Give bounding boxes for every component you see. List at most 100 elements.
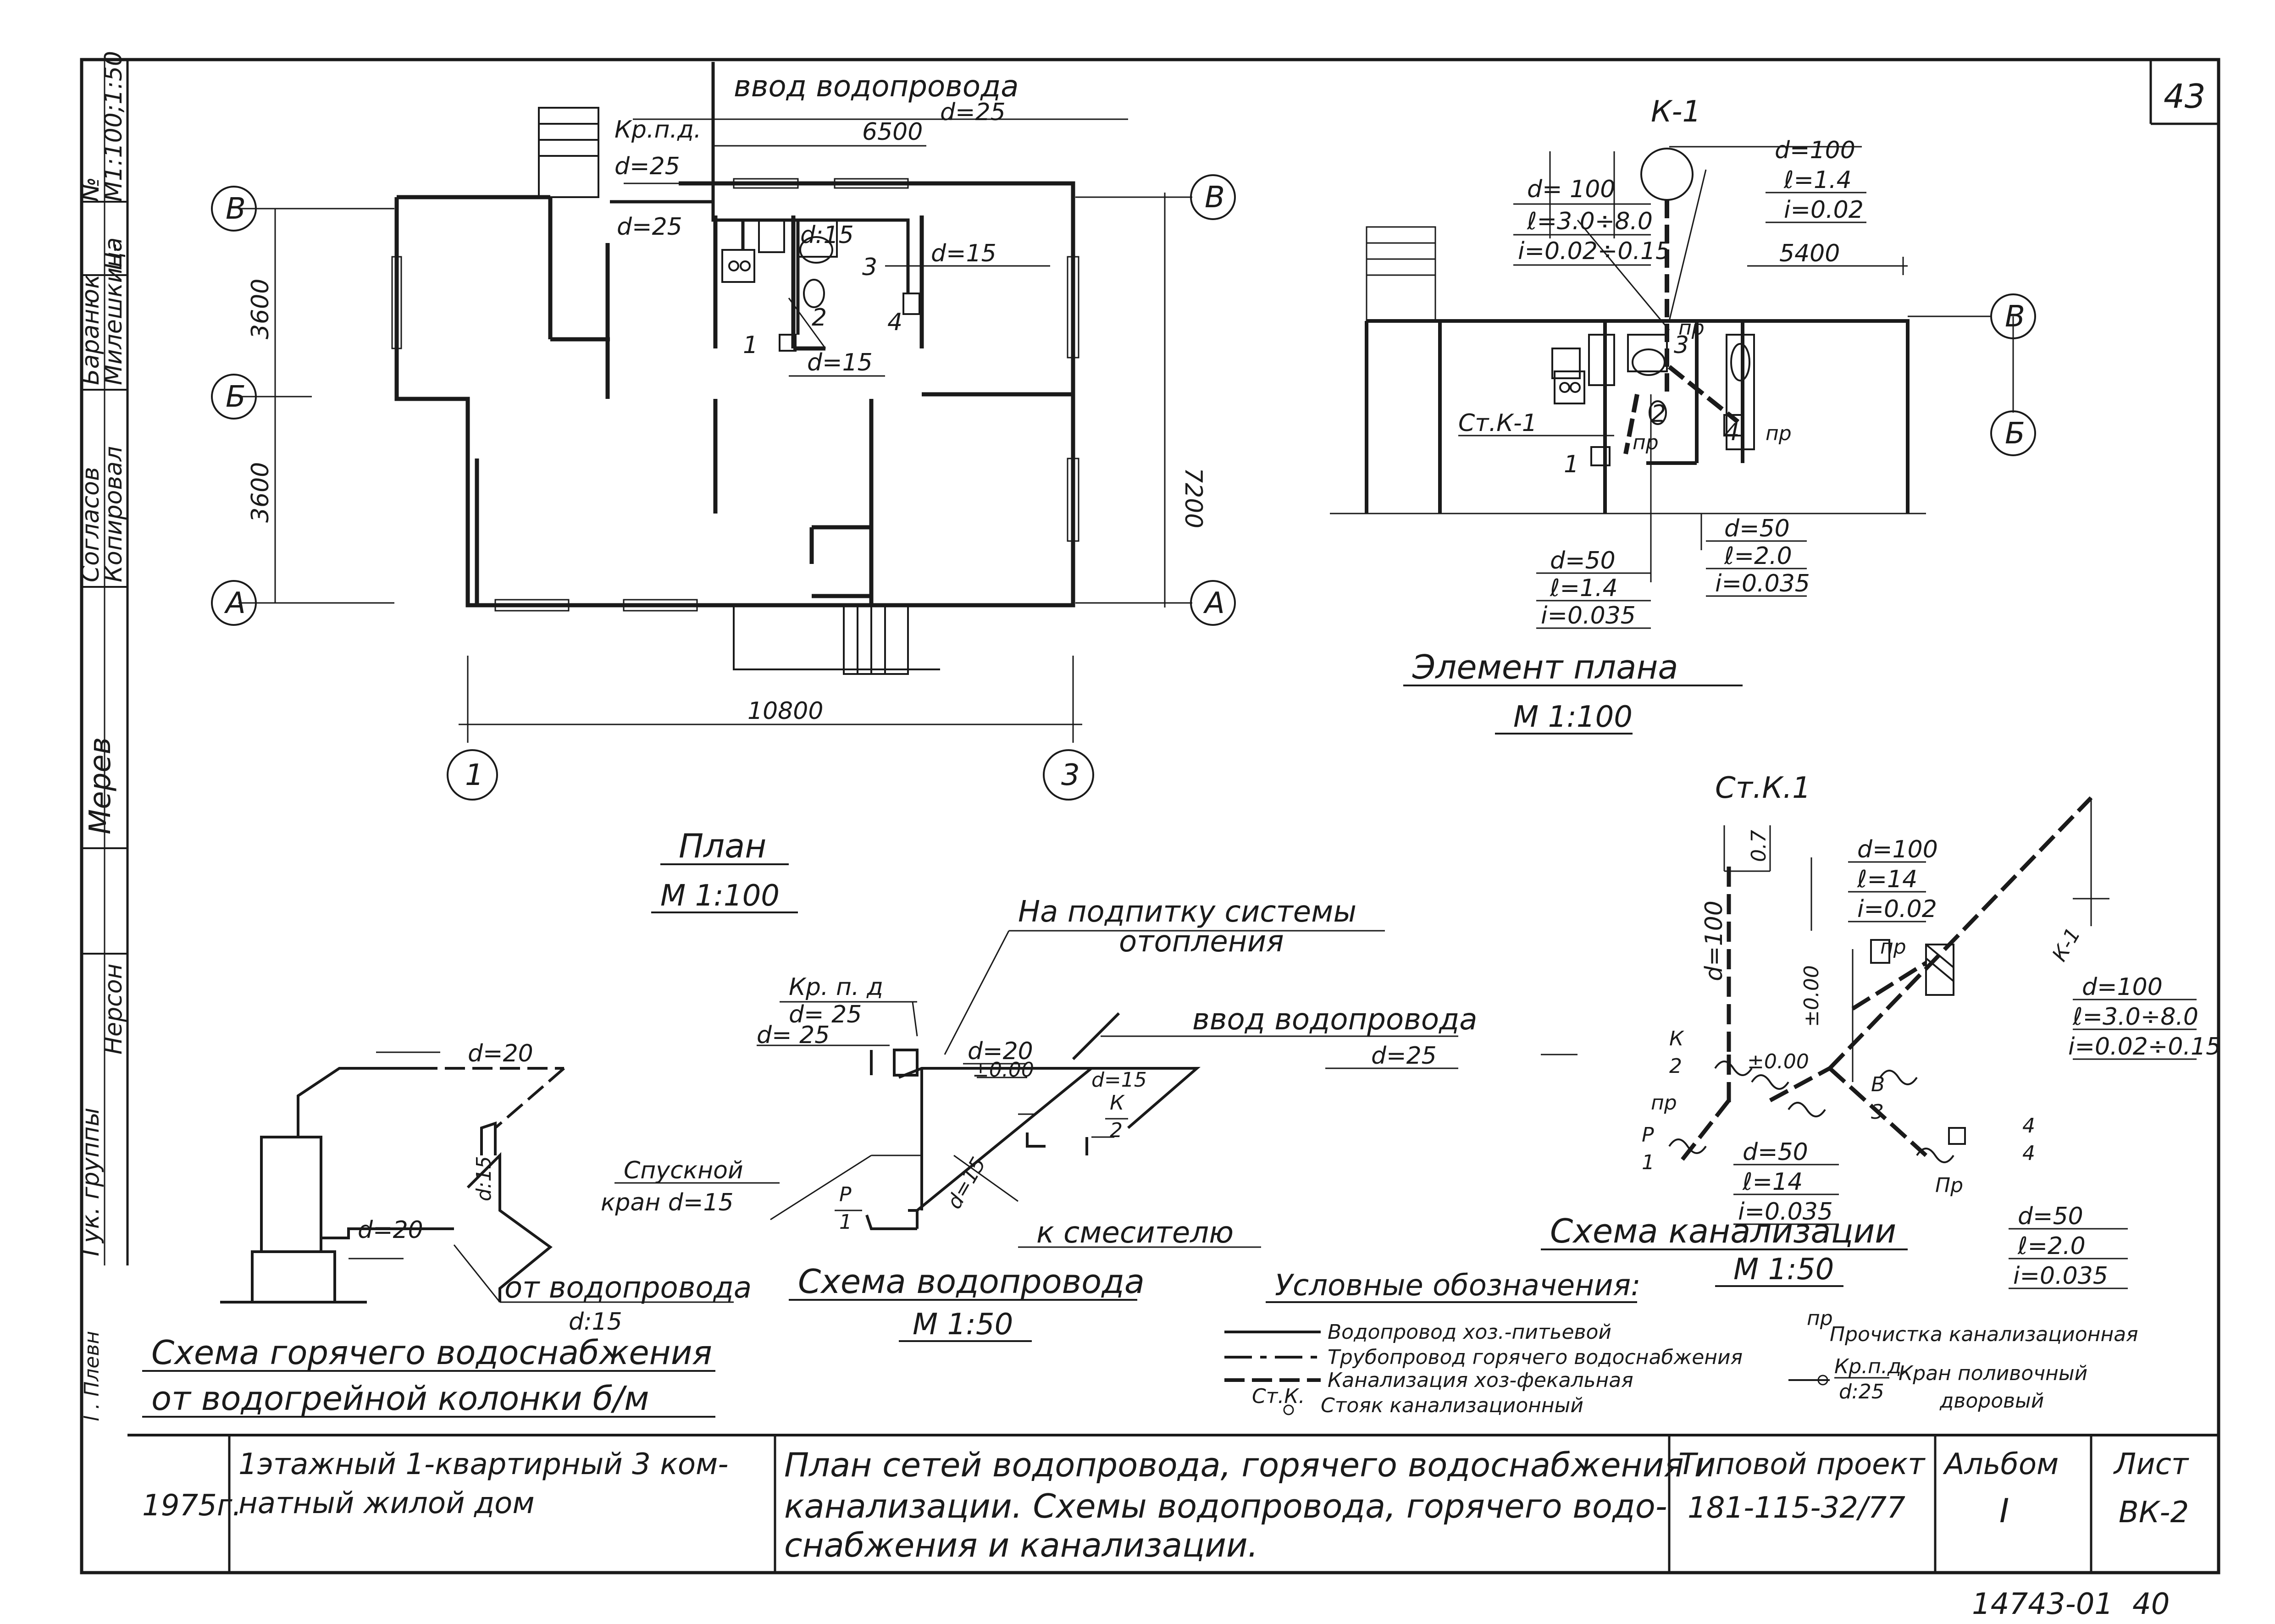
hot-d20-a: d=20 (468, 1040, 533, 1067)
water-mixer: к смесителю (1036, 1216, 1234, 1250)
plan-element: К-1 5400 В Б d= 100 ℓ=3.0÷8.0 i=0.02÷0.1… (1330, 95, 2036, 735)
element-pipe-2: d=100 ℓ=1.4 i=0.02 (1766, 137, 1866, 224)
room-1: 1 (743, 331, 758, 359)
stamp-scale: M1:100;1:50 (100, 51, 127, 202)
inventory-page: 40 (2132, 1587, 2170, 1621)
legend-cleanout-sym: пр (1807, 1307, 1833, 1330)
element-pr-2: пр (1766, 422, 1792, 445)
water-drain-1: Спускной (624, 1157, 743, 1184)
room-4: 4 (887, 309, 902, 336)
element-pipe-1-l: ℓ=3.0÷8.0 (1527, 208, 1653, 235)
sewer-frac-p-num: Р (1642, 1123, 1654, 1147)
tb-year: 1975г. (142, 1489, 242, 1523)
dim-10800: 10800 (747, 697, 823, 725)
sewer-p2-d: d=100 (2082, 973, 2163, 1001)
axis-bubble-v-left: В (226, 192, 246, 226)
stamp-role-3: Копировал (100, 446, 127, 582)
element-pipe-1: d= 100 ℓ=3.0÷8.0 i=0.02÷0.15 (1513, 176, 1671, 266)
stamp-name-2: Баранюк (77, 274, 105, 385)
sewer-frac-b-den: 3 (1871, 1100, 1884, 1124)
dim-7200: 7200 (1179, 468, 1207, 528)
sewer-title: Схема канализации (1550, 1212, 1896, 1250)
side-stamp: № M1:100;1:50 Ц- Согласов Копировал Бара… (77, 51, 129, 1421)
water-p-den: 1 (839, 1210, 852, 1234)
element-room-1: 1 (1564, 451, 1579, 478)
hot-from: от водопровода (504, 1271, 752, 1305)
element-room-3: 3 (1674, 331, 1689, 359)
title-block: 1975г. 1этажный 1-квартирный 3 ком- натн… (127, 1434, 2219, 1573)
plan-title: План (679, 827, 766, 865)
element-dim-5400: 5400 (1779, 240, 1840, 267)
water-k-num: К (1110, 1091, 1125, 1115)
label-tap-d: d=25 (614, 153, 680, 180)
sewer-k1: К-1 (2048, 924, 2085, 966)
stamp-bottom: l . Плевн (80, 1331, 104, 1421)
stamp-role-1: Гук. группы (77, 1108, 105, 1256)
sewer-p4-i: i=0.035 (2013, 1262, 2108, 1290)
hot-water-scheme: d=20 d=20 d:15 от водопровода d:15 Схема… (142, 1040, 752, 1418)
element-pipe-4: d=50 ℓ=2.0 i=0.035 (1706, 515, 1810, 597)
legend-item-2: Трубопровод горячего водоснабжения (1328, 1346, 1743, 1369)
legend-tap-1: Кран поливочный (1899, 1362, 2087, 1385)
water-scale: М 1:50 (913, 1308, 1013, 1342)
stamp-mark: Ц- (100, 243, 127, 271)
element-pipe-2-d: d=100 (1775, 137, 1855, 164)
sheet-frame: 43 14743-01 40 (80, 58, 2220, 1621)
sewer-pr-1: пр (1880, 935, 1906, 959)
hot-title-2: от водогрейной колонки б/м (151, 1379, 649, 1418)
water-d20: d=20 (968, 1038, 1033, 1065)
sewer-p3-d: d=50 (1743, 1138, 1808, 1166)
element-pipe-3-d: d=50 (1550, 547, 1616, 574)
stamp-name-3: Милешкина (100, 237, 127, 385)
element-pipe-3: d=50 ℓ=1.4 i=0.035 (1536, 547, 1651, 630)
legend: Условные обозначения: Водопровод хоз.-пи… (1224, 1269, 2138, 1417)
tb-project: 181-115-32/77 (1688, 1491, 1905, 1525)
legend-item-3: Канализация хоз-фекальная (1328, 1369, 1633, 1392)
element-pipe-2-l: ℓ=1.4 (1783, 166, 1852, 194)
legend-tap-d: d:25 (1839, 1380, 1884, 1403)
sewer-p3-l: ℓ=14 (1742, 1168, 1803, 1196)
legend-tap-2: дворовый (1939, 1389, 2044, 1413)
sewer-p1-i: i=0.02 (1857, 895, 1937, 923)
label-d15-a: d:15 (800, 221, 854, 249)
water-zero: ±0.00 (972, 1058, 1034, 1082)
axis-bubble-3: 3 (1061, 758, 1080, 792)
dim-3600-upper: 3600 (247, 279, 274, 339)
hot-from-d: d:15 (569, 1308, 622, 1336)
element-pipe-1-d: d= 100 (1527, 176, 1615, 203)
element-pipe-4-l: ℓ=2.0 (1724, 542, 1792, 570)
sewer-frac-b-num: В (1871, 1073, 1885, 1096)
label-d15-b: d=15 (931, 240, 996, 267)
signature: Мерев (83, 737, 117, 834)
sewer-d100: d=100 (1700, 900, 1728, 981)
hot-d15: d:15 (472, 1156, 496, 1201)
water-tap: Кр. п. д (789, 973, 883, 1001)
tb-project-label: Типовой проект (1678, 1447, 1926, 1481)
sewer-zero-1: ±0.00 (1800, 965, 1823, 1027)
element-pr-3: пр (1633, 431, 1659, 454)
sewer-frac-k-num: К (1669, 1027, 1684, 1050)
hot-title-1: Схема горячего водоснабжения (151, 1333, 712, 1372)
sewer-pr-2: пр (1651, 1091, 1677, 1115)
element-pr-1: пр (1678, 316, 1705, 340)
sewer-height: 0.7 (1747, 830, 1771, 862)
label-d25: d=25 (617, 213, 682, 241)
label-d15-c: d=15 (807, 349, 873, 376)
sewer-zero-2: ±0.00 (1747, 1050, 1809, 1073)
element-pipe-2-i: i=0.02 (1784, 196, 1864, 224)
tb-desc-3: снабжения и канализации. (784, 1526, 1258, 1564)
sewer-frac-4-den: 4 (2022, 1142, 2035, 1165)
element-room-2: 2 (1651, 400, 1666, 428)
water-heating-2: отопления (1119, 925, 1284, 959)
axis-bubble-1: 1 (465, 758, 484, 792)
legend-item-1: Водопровод хоз.-питьевой (1328, 1320, 1611, 1344)
tb-object-1: 1этажный 1-квартирный 3 ком- (238, 1447, 728, 1481)
element-riser: Ст.К-1 (1458, 409, 1537, 437)
water-drain-2: кран d=15 (601, 1189, 734, 1216)
element-pipe-3-l: ℓ=1.4 (1550, 574, 1618, 602)
tb-sheet: ВК-2 (2119, 1496, 2189, 1530)
legend-title: Условные обозначения: (1275, 1269, 1641, 1303)
plan-scale: М 1:100 (660, 879, 780, 913)
label-water-inlet: ввод водопровода (734, 70, 1018, 104)
